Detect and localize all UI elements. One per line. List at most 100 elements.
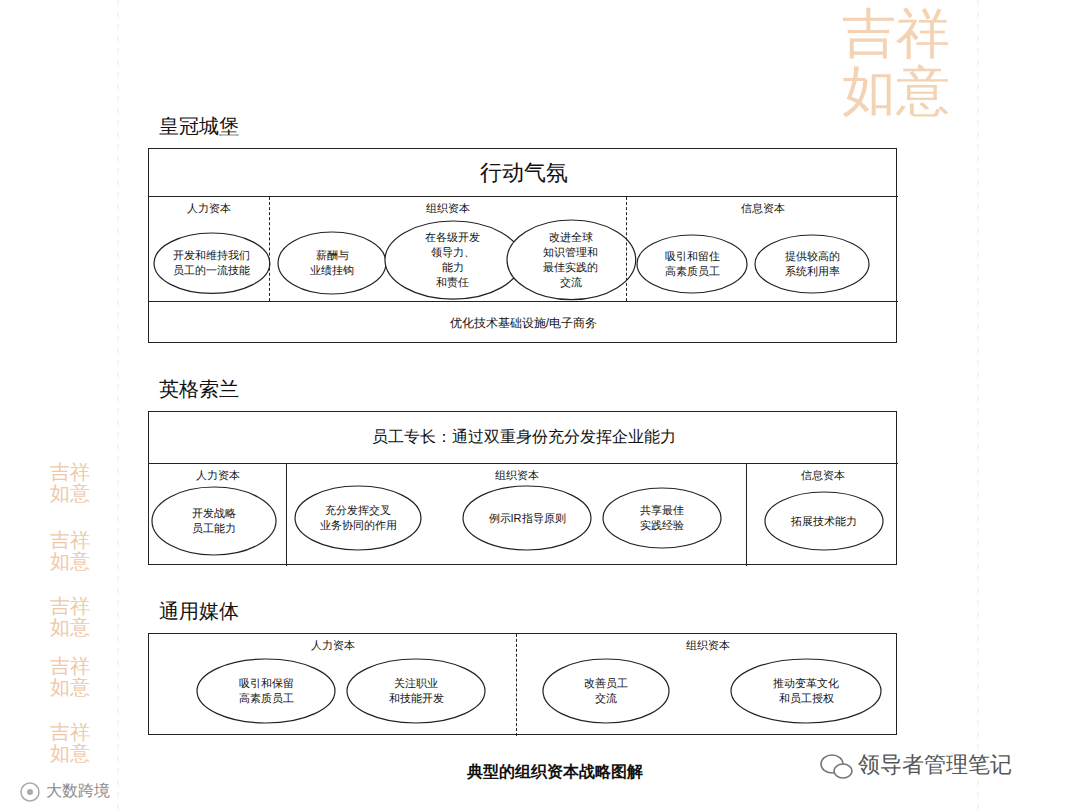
column-heading: 人力资本: [149, 201, 269, 216]
objective-ellipse: 改善员工 交流: [542, 658, 670, 724]
objective-ellipse: 吸引和保留 高素质员工: [196, 658, 336, 724]
capital-column: 组织资本充分发挥交叉 业务协同的作用 例示IR指导原则 共享最佳 实践经验: [286, 464, 746, 566]
objective-text: 开发和维持我们 员工的一流技能: [173, 248, 250, 278]
ellipse-shape: [278, 232, 386, 294]
capital-column: 组织资本改善员工 交流 推动变革文化 和员工授权: [516, 634, 898, 736]
ellipse-outline: [294, 485, 422, 551]
objective-ellipse: 共享最佳 实践经验: [602, 487, 722, 549]
ellipse-content: 例示IR指导原则: [462, 485, 592, 551]
logo-circle: [21, 783, 39, 801]
ellipse-shape: [347, 659, 485, 723]
ellipse-content: 在各级开发 领导力、能力 和责任: [384, 220, 522, 300]
objective-ellipse: 推动变革文化 和员工授权: [730, 658, 882, 724]
footer-band: 优化技术基础设施/电子商务: [149, 301, 898, 344]
ellipse-shape: [152, 487, 276, 555]
ellipse-content: 共享最佳 实践经验: [602, 487, 722, 549]
seal-watermark: 吉祥如意: [50, 722, 92, 764]
objective-text: 提供较高的 系统利用率: [785, 249, 840, 279]
band-text: 员工专长：通过双重身份充分发挥企业能力: [372, 427, 676, 448]
objective-ellipse: 充分发挥交叉 业务协同的作用: [294, 485, 422, 551]
objective-ellipse: 关注职业 和技能开发: [346, 658, 486, 724]
objective-ellipse: 提供较高的 系统利用率: [754, 234, 870, 294]
seal-watermark: 吉祥如意: [842, 6, 955, 119]
objective-text: 改善员工 交流: [584, 676, 628, 706]
objective-ellipse: 薪酬与 业绩挂钩: [277, 231, 387, 295]
ellipse-shape: [755, 235, 869, 293]
logo-dot: [27, 789, 33, 795]
paper-rule: [118, 0, 119, 810]
ellipse-outline: [542, 658, 670, 724]
figure-caption: 典型的组织资本战略图解: [467, 762, 643, 783]
objective-text: 共享最佳 实践经验: [640, 503, 684, 533]
ellipse-shape: [463, 486, 591, 550]
wechat-bubble: [834, 764, 852, 778]
ellipse-outline: [730, 658, 882, 724]
column-heading: 人力资本: [149, 468, 286, 483]
capital-column: 信息资本拓展技术能力: [746, 464, 898, 566]
ellipse-content: 充分发挥交叉 业务协同的作用: [294, 485, 422, 551]
seal-watermark: 吉祥如意: [50, 462, 92, 504]
seal-watermark: 吉祥如意: [50, 530, 92, 572]
column-heading: 信息资本: [627, 201, 898, 216]
ellipse-content: 关注职业 和技能开发: [346, 658, 486, 724]
column-heading: 组织资本: [517, 638, 898, 653]
objective-ellipse: 拓展技术能力: [764, 491, 884, 551]
ellipse-shape: [154, 233, 270, 293]
ellipse-shape: [765, 492, 883, 550]
paper-rule: [978, 0, 979, 810]
seal-watermark: 吉祥如意: [50, 596, 92, 638]
header-band: 员工专长：通过双重身份充分发挥企业能力: [149, 412, 898, 464]
section-title: 通用媒体: [159, 598, 239, 625]
ellipse-shape: [385, 221, 521, 299]
objective-ellipse: 开发战略 员工能力: [151, 486, 277, 556]
ellipse-shape: [507, 220, 636, 300]
capital-column: 人力资本开发战略 员工能力: [149, 464, 286, 566]
ellipse-content: 吸引和保留 高素质员工: [196, 658, 336, 724]
capital-column: 组织资本薪酬与 业绩挂钩在各级开发 领导力、能力 和责任改进全球 知识管理和 最…: [269, 197, 626, 301]
weibo-icon: [21, 783, 39, 801]
ellipse-outline: [196, 658, 336, 724]
ellipse-shape: [637, 235, 747, 293]
objective-text: 关注职业 和技能开发: [389, 676, 444, 706]
wechat-icon: [821, 755, 852, 778]
ellipse-content: 开发和维持我们 员工的一流技能: [153, 232, 271, 294]
ellipse-content: 开发战略 员工能力: [151, 486, 277, 556]
objective-text: 推动变革文化 和员工授权: [773, 676, 839, 706]
objective-ellipse: 在各级开发 领导力、能力 和责任: [384, 220, 522, 300]
ellipse-content: 薪酬与 业绩挂钩: [277, 231, 387, 295]
ellipse-shape: [731, 659, 881, 723]
section-box: 英格索兰员工专长：通过双重身份充分发挥企业能力人力资本开发战略 员工能力组织资本…: [148, 411, 897, 565]
band-text: 优化技术基础设施/电子商务: [450, 315, 597, 332]
ellipse-content: 改进全球 知识管理和 最佳实践的 交流: [506, 219, 637, 301]
objective-text: 改进全球 知识管理和 最佳实践的 交流: [543, 230, 598, 289]
ellipse-content: 提供较高的 系统利用率: [754, 234, 870, 294]
column-heading: 组织资本: [287, 468, 746, 483]
ellipse-shape: [295, 486, 421, 550]
section-box: 皇冠城堡行动气氛人力资本开发和维持我们 员工的一流技能组织资本薪酬与 业绩挂钩在…: [148, 148, 897, 343]
seal-watermark: 吉祥如意: [50, 656, 92, 698]
objective-text: 充分发挥交叉 业务协同的作用: [320, 503, 397, 533]
objective-text: 开发战略 员工能力: [192, 506, 236, 536]
ellipse-outline: [153, 232, 271, 294]
ellipse-shape: [543, 659, 669, 723]
ellipse-content: 拓展技术能力: [764, 491, 884, 551]
watermark-text: 大数跨境: [46, 781, 110, 802]
ellipse-outline: [754, 234, 870, 294]
objective-text: 吸引和留住 高素质员工: [665, 249, 720, 279]
objective-text: 吸引和保留 高素质员工: [239, 676, 294, 706]
objective-text: 薪酬与 业绩挂钩: [310, 248, 354, 278]
objective-text: 拓展技术能力: [791, 514, 857, 529]
ellipse-content: 吸引和留住 高素质员工: [636, 234, 748, 294]
ellipse-outline: [277, 231, 387, 295]
watermark-text: 领导者管理笔记: [858, 750, 1012, 780]
section-title: 皇冠城堡: [159, 113, 239, 140]
ellipse-outline: [602, 487, 722, 549]
ellipse-shape: [603, 488, 721, 548]
capital-column: 人力资本开发和维持我们 员工的一流技能: [149, 197, 269, 301]
band-text: 行动气氛: [480, 158, 568, 188]
capital-column: 信息资本吸引和留住 高素质员工 提供较高的 系统利用率: [626, 197, 898, 301]
column-heading: 人力资本: [149, 638, 516, 653]
objective-text: 例示IR指导原则: [489, 511, 566, 526]
section-box: 通用媒体人力资本吸引和保留 高素质员工关注职业 和技能开发组织资本改善员工 交流…: [148, 633, 897, 735]
